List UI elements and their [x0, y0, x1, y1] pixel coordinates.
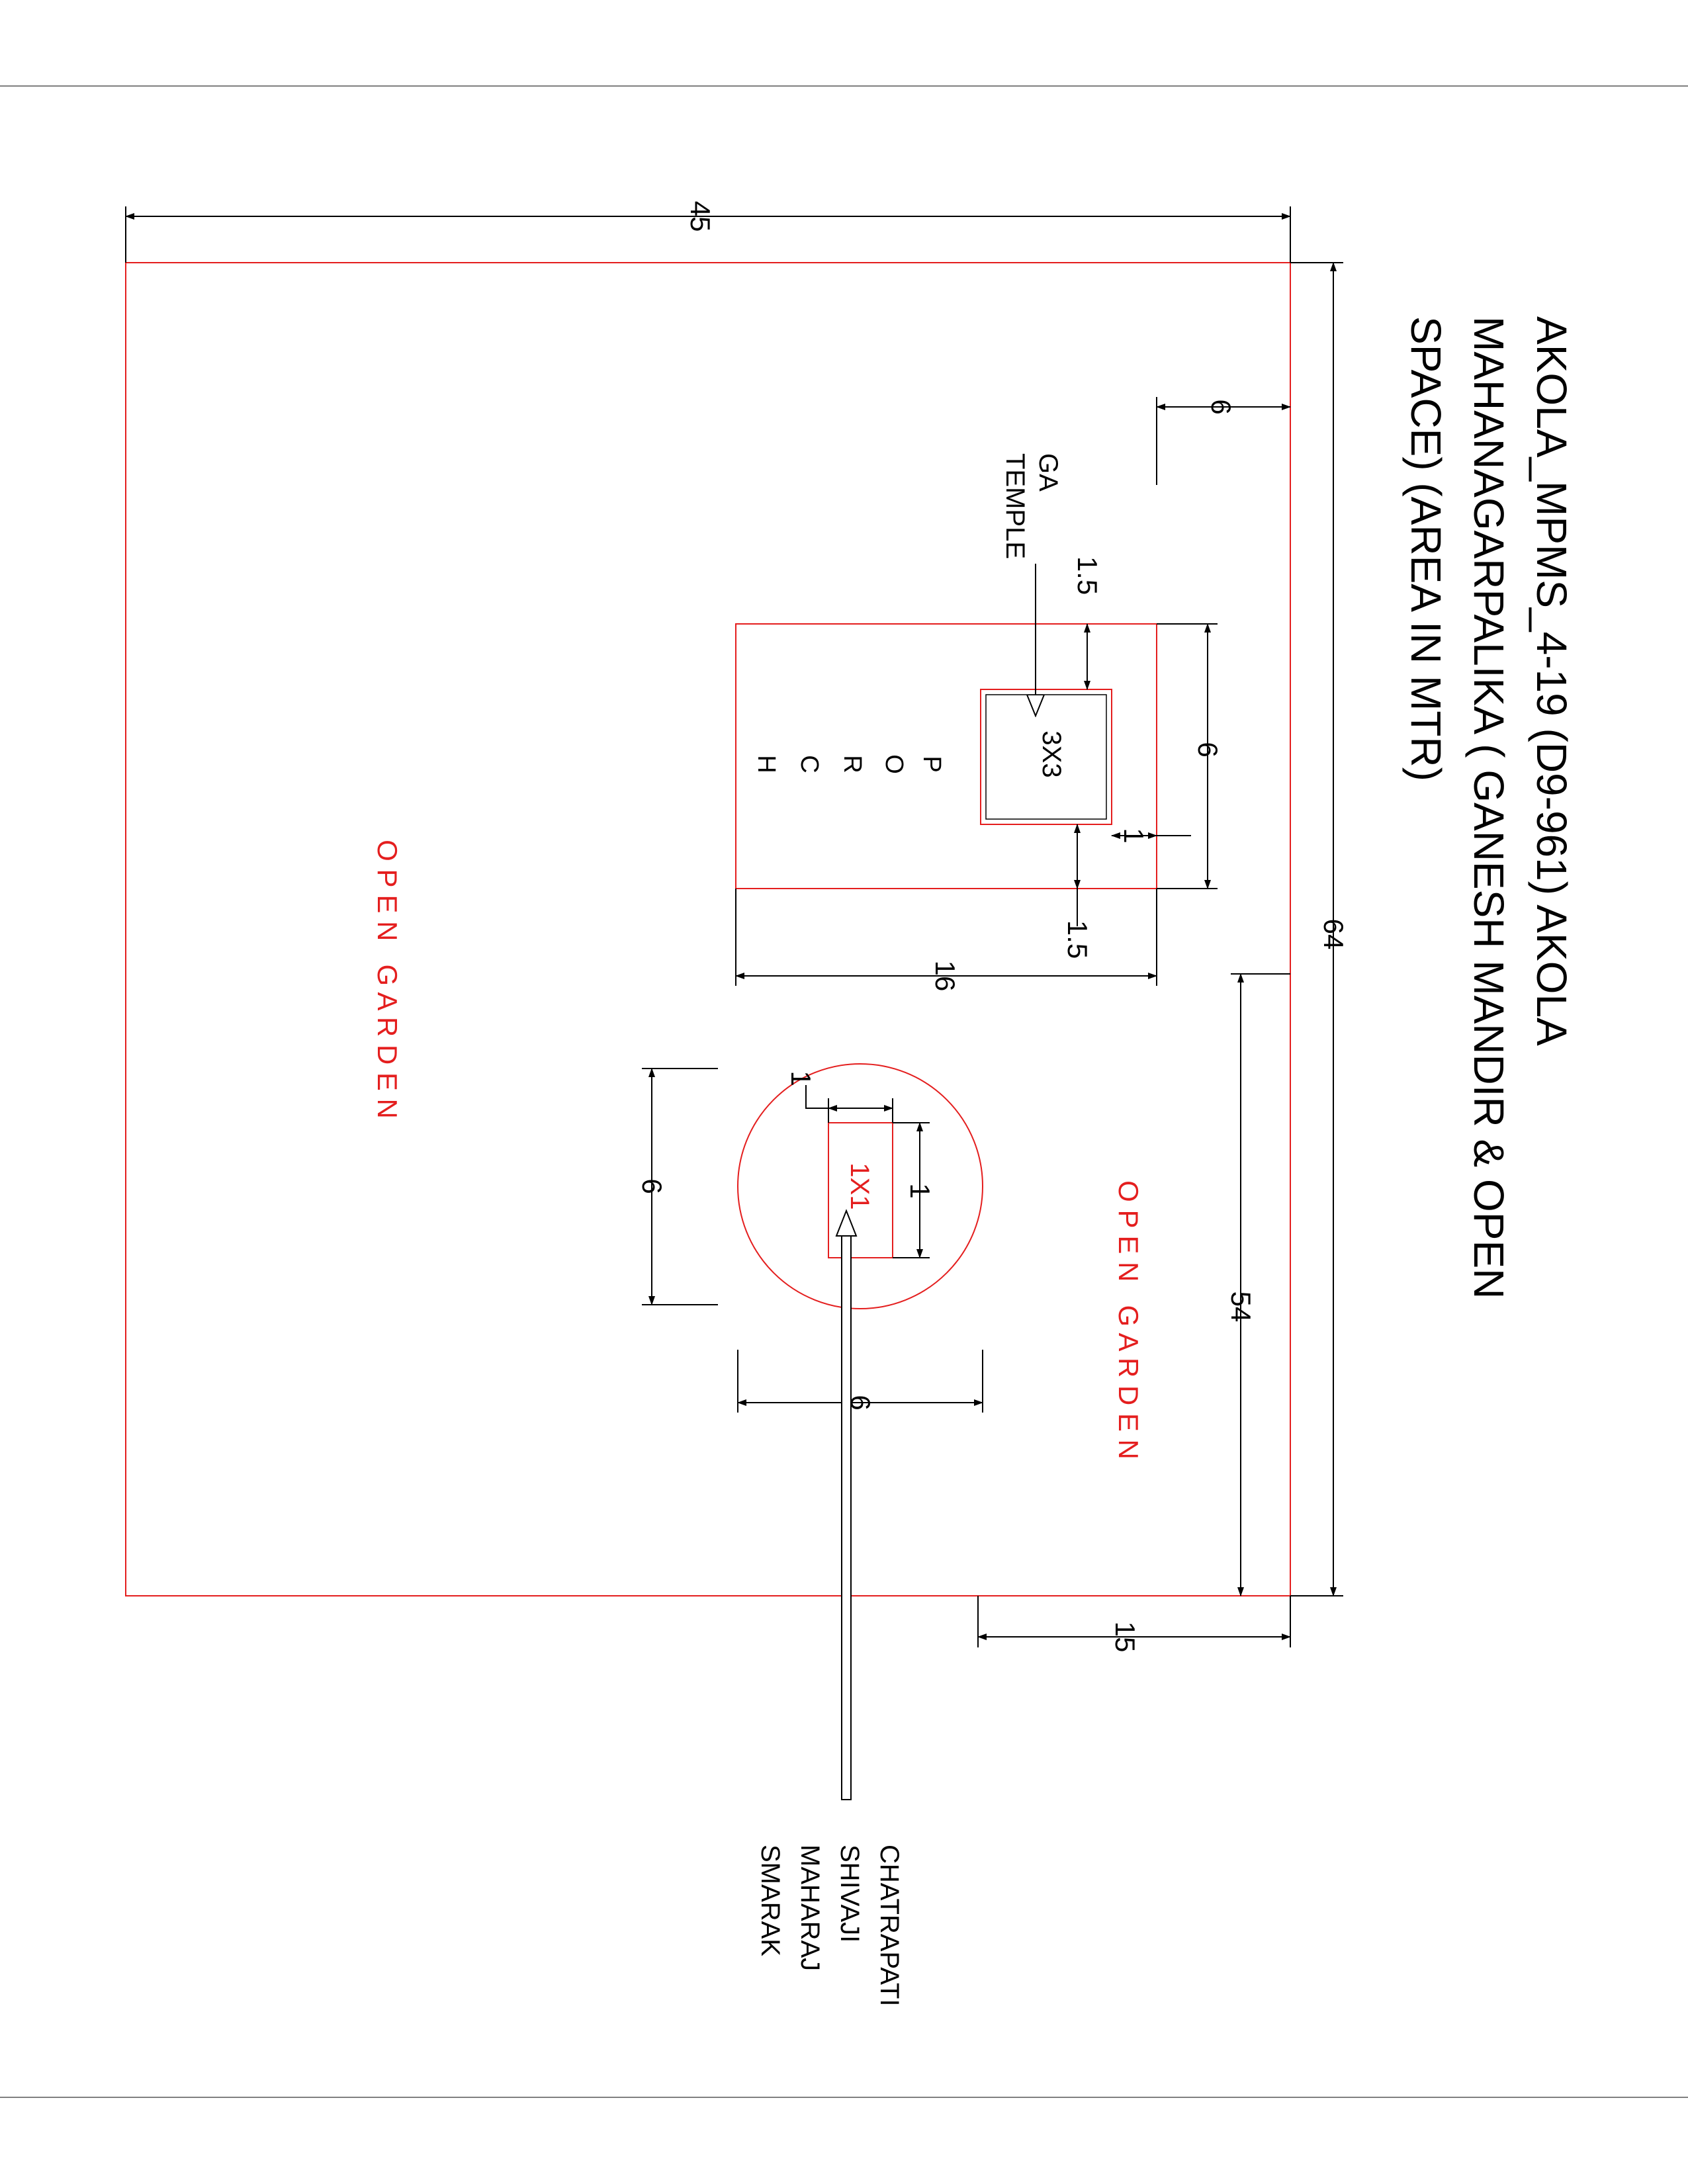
dim-smarak-length: 1	[893, 1122, 936, 1258]
temple-name-line1: GA	[1034, 453, 1063, 492]
dim-circle-length-text: 6	[637, 1178, 668, 1194]
dim-porch-width-text: 6	[1192, 742, 1223, 757]
dim-porch-length-text: 16	[930, 961, 961, 992]
porch-letter-h: H	[752, 755, 780, 773]
smarak-name-line4: SMARAK	[756, 1845, 785, 1956]
smarak-name-line1: CHATRAPATI	[875, 1845, 904, 2006]
dim-overall-width-text: 45	[685, 201, 716, 232]
dim-side-offset-text: 15	[1110, 1622, 1141, 1653]
dim-temple-gap-bottom-text: 1.5	[1062, 920, 1093, 959]
porch-letter-r: R	[838, 755, 866, 773]
temple-name-line2: TEMPLE	[1000, 453, 1030, 559]
smarak-name-line3: MAHARAJ	[795, 1845, 824, 1971]
smarak-name: CHATRAPATI SHIVAJI MAHARAJ SMARAK	[756, 1845, 904, 2006]
smarak-name-line2: SHIVAJI	[835, 1845, 864, 1943]
porch-letter-p: P	[918, 756, 946, 772]
dim-temple-gap-side-text: 1	[1118, 828, 1149, 843]
dim-circle-width-text: 6	[845, 1395, 876, 1410]
porch-block	[735, 623, 1157, 889]
title-line2: MAHANAGARPALIKA ( GANESH MANDIR & OPEN	[1465, 316, 1513, 1299]
dim-circle-width: 6	[737, 1350, 983, 1413]
dim-smarak-length-text: 1	[905, 1183, 936, 1198]
dim-porch-length: 16	[735, 889, 1157, 992]
drawing-title: AKOLA_MPMS_4-19 (D9-961) AKOLA MAHANAGAR…	[1402, 316, 1576, 1299]
site-boundary	[125, 262, 1291, 1596]
dim-porch-width: 6	[1157, 623, 1223, 889]
memorial-circle	[737, 1063, 983, 1309]
dim-temple-gap-bottom: 1.5	[1062, 824, 1093, 959]
dim-temple-gap-top: 1.5	[1072, 556, 1103, 690]
dim-overall-width: 45	[125, 201, 1291, 263]
smarak-size-label: 1X1	[845, 1162, 874, 1209]
temple-size-label: 3X3	[1037, 730, 1066, 777]
dim-top-offset-text: 6	[1206, 399, 1237, 414]
title-line3: SPACE) (AREA IN MTR)	[1402, 316, 1450, 781]
porch-letter-o: O	[880, 754, 908, 774]
dim-side-length: 54	[1225, 973, 1290, 1596]
porch-label: P O R C H	[752, 754, 946, 774]
dim-overall-length-text: 64	[1318, 919, 1349, 950]
open-garden-label-2: O P E N G A R D E N	[1113, 1180, 1144, 1460]
dim-side-offset: 15	[977, 1596, 1291, 1653]
title-line1: AKOLA_MPMS_4-19 (D9-961) AKOLA	[1528, 316, 1576, 1046]
temple-box: 3X3	[980, 689, 1112, 825]
dim-top-offset: 6	[1156, 397, 1291, 485]
dim-overall-length: 64	[1290, 262, 1349, 1596]
dim-side-length-text: 54	[1225, 1291, 1257, 1323]
temple-leader: GA TEMPLE	[1000, 453, 1063, 716]
porch-letter-c: C	[795, 755, 823, 773]
dim-circle-length: 6	[637, 1068, 718, 1305]
dim-smarak-width-text: 1	[785, 1070, 817, 1086]
smarak-leader	[835, 1209, 858, 1800]
dim-temple-gap-side: 1	[1111, 828, 1191, 844]
dim-temple-gap-top-text: 1.5	[1072, 556, 1103, 595]
open-garden-label-1: O P E N G A R D E N	[372, 840, 403, 1119]
dim-smarak-width: 1	[785, 1070, 893, 1123]
